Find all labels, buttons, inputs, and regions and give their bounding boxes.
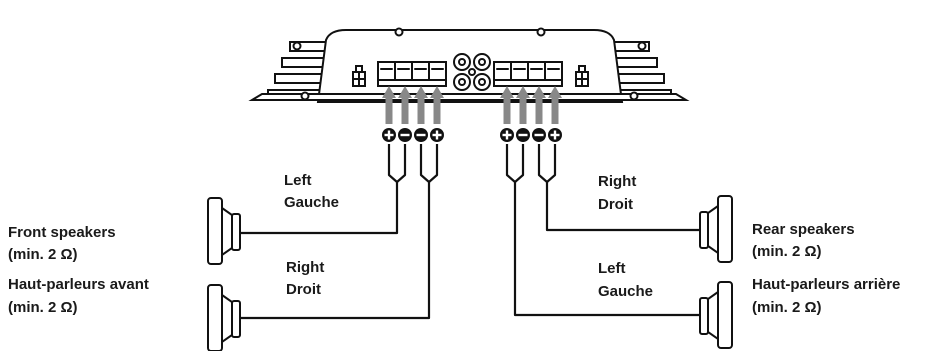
front-speakers-fr-label: Haut-parleurs avant <box>8 276 149 293</box>
rear-speakers-fr-min-label: (min. 2 Ω) <box>752 299 822 316</box>
power-connector-icon <box>352 65 366 87</box>
plus-terminal-icon <box>382 128 396 142</box>
arrow-6 <box>516 86 530 124</box>
wire-rear-right <box>546 144 557 183</box>
front-speaker-upper-icon <box>207 197 241 265</box>
plus-terminal-icon <box>430 128 444 142</box>
rear-speakers-fr-label: Haut-parleurs arrière <box>752 276 900 293</box>
plus-terminal-icon <box>500 128 514 142</box>
plus-terminal-icon <box>548 128 562 142</box>
rear-left-fr-label: Gauche <box>598 283 653 300</box>
amplifier-base <box>248 93 690 101</box>
terminal-arrows <box>382 86 562 124</box>
arrow-5 <box>500 86 514 124</box>
arrow-8 <box>548 86 562 124</box>
power-connector-icon <box>575 65 589 87</box>
arrow-1 <box>382 86 396 124</box>
minus-terminal-icon <box>414 128 428 142</box>
rear-speaker-upper-icon <box>699 195 733 263</box>
terminal-block-left <box>377 61 447 87</box>
rear-left-label: Left <box>598 260 626 277</box>
polarity-symbols <box>382 128 562 142</box>
minus-terminal-icon <box>516 128 530 142</box>
minus-terminal-icon <box>398 128 412 142</box>
wire-front-right <box>428 144 439 183</box>
front-speaker-lower-icon <box>207 284 241 351</box>
arrow-7 <box>532 86 546 124</box>
front-right-fr-label: Droit <box>286 281 321 298</box>
rear-right-label: Right <box>598 173 636 190</box>
rear-right-fr-label: Droit <box>598 196 633 213</box>
screw-icons <box>292 27 647 101</box>
rear-speaker-lower-icon <box>699 281 733 349</box>
terminal-block-right <box>493 61 563 87</box>
minus-terminal-icon <box>532 128 546 142</box>
front-speakers-label: Front speakers <box>8 224 116 241</box>
speaker-wires <box>240 144 700 320</box>
front-left-label: Left <box>284 172 312 189</box>
wire-front-right <box>240 144 431 320</box>
wire-front-left <box>240 144 399 235</box>
front-speakers-min-label: (min. 2 Ω) <box>8 246 78 263</box>
wire-rear-left <box>514 144 525 183</box>
rear-speakers-min-label: (min. 2 Ω) <box>752 243 822 260</box>
arrow-3 <box>414 86 428 124</box>
front-right-label: Right <box>286 259 324 276</box>
wire-front-left <box>396 144 407 183</box>
rear-speakers-label: Rear speakers <box>752 221 855 238</box>
rca-input-jacks <box>453 53 491 91</box>
arrow-4 <box>430 86 444 124</box>
arrow-2 <box>398 86 412 124</box>
front-speakers-fr-min-label: (min. 2 Ω) <box>8 299 78 316</box>
amplifier <box>248 27 690 103</box>
front-left-fr-label: Gauche <box>284 194 339 211</box>
